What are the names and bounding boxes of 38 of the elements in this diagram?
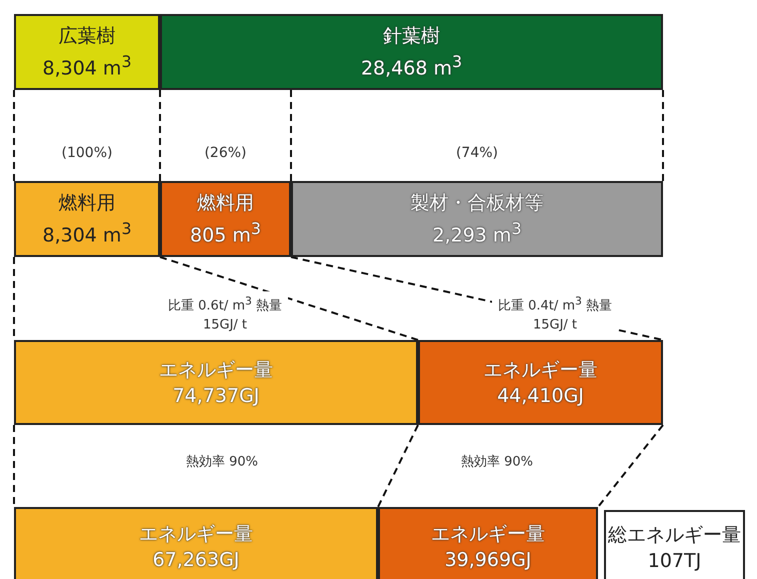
category-label: エネルギー量 (431, 522, 545, 547)
value-label: 2,293 m$^{3}$ (432, 218, 522, 248)
value-label: 107TJ (648, 548, 702, 574)
category-label: 広葉樹 (58, 24, 116, 49)
value-label: 74,737GJ (172, 384, 260, 408)
value-label: 8,304 m$^{3}$ (42, 218, 132, 248)
value-label: 28,468 m$^{3}$ (360, 50, 462, 82)
volume-box (378, 507, 598, 579)
value-label: 39,969GJ (444, 548, 532, 573)
dashed-line (13, 425, 15, 507)
dashed-line (160, 256, 418, 341)
dashed-line (13, 90, 15, 181)
volume-box (14, 507, 378, 579)
volume-box (160, 14, 663, 90)
percent-label: (100%) (60, 145, 114, 161)
dashed-line (159, 90, 161, 181)
percent-label: (26%) (203, 145, 248, 161)
value-label: 8,304 m$^{3}$ (42, 50, 132, 82)
category-label: 針葉樹 (383, 24, 440, 49)
category-label: 製材・合板材等 (410, 190, 544, 216)
category-label: エネルギー量 (139, 522, 253, 547)
value-label: 805 m$^{3}$ (190, 218, 261, 248)
percent-label: (74%) (454, 145, 500, 161)
category-label: 燃料用 (58, 190, 116, 216)
category-label: エネルギー量 (484, 358, 598, 382)
dashed-line (662, 90, 664, 181)
dashed-line (377, 424, 419, 508)
volume-box (418, 340, 663, 425)
value-label: 44,410GJ (497, 384, 584, 408)
dashed-line (290, 90, 292, 181)
value-label: 67,263GJ (152, 548, 240, 573)
category-label: 燃料用 (197, 190, 254, 216)
volume-box (14, 340, 418, 425)
category-label: エネルギー量 (159, 358, 273, 382)
volume-box (14, 14, 160, 90)
volume-box (604, 510, 745, 579)
dashed-line (597, 424, 664, 508)
category-label: 総エネルギー量 (608, 522, 741, 548)
